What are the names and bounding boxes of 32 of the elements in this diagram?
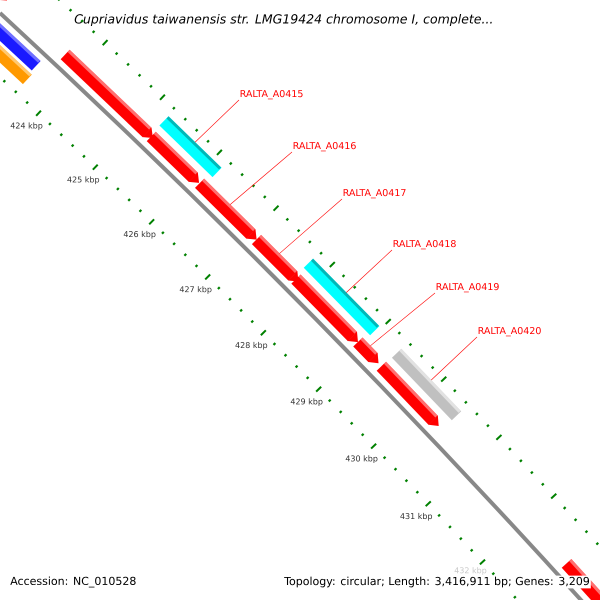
- leader-line: [370, 292, 436, 346]
- tick-label: 429 kbp: [290, 398, 323, 406]
- tick-label: 426 kbp: [124, 230, 156, 239]
- gene-band: [159, 116, 222, 178]
- tick-label: 425 kbp: [67, 176, 100, 184]
- gene-feature: [252, 234, 298, 282]
- gene-label: RALTA_A0415: [240, 90, 303, 100]
- leader-line: [230, 152, 292, 205]
- tick-label: 432 kbp: [454, 567, 486, 575]
- tick-label: 431 kbp: [400, 512, 432, 521]
- gene-band: [0, 44, 32, 84]
- footer-text: Topology: circular; Length: 3,416,911 bp; Genes: 3,209: [283, 576, 591, 588]
- leader-line: [194, 100, 240, 142]
- leader-line: [431, 336, 478, 380]
- gene-label: RALTA_A0420: [478, 327, 541, 336]
- tick-label: 428 kbp: [235, 342, 268, 350]
- leader-line: [279, 198, 342, 254]
- gene-feature: [376, 362, 439, 426]
- gene-feature: [60, 50, 153, 138]
- gene-label: RALTA_A0418: [394, 240, 456, 250]
- gene-feature: [353, 337, 379, 364]
- gene-feature: [291, 274, 358, 342]
- footer-text: Accession: NC_010528: [9, 576, 138, 588]
- title: Cupriavidus taiwanensis str. LMG19424 chromosome I, complete...: [74, 14, 492, 26]
- gene-label: RALTA_A0417: [344, 189, 406, 198]
- tick-label: 424 kbp: [10, 122, 42, 130]
- leader-line: [346, 250, 392, 293]
- tick-label: 427 kbp: [180, 286, 212, 294]
- tick-label: 430 kbp: [346, 455, 378, 464]
- gene-label: RALTA_A0419: [436, 283, 499, 292]
- gene-feature: [195, 178, 257, 240]
- gene-label: RALTA_A0416: [294, 142, 356, 152]
